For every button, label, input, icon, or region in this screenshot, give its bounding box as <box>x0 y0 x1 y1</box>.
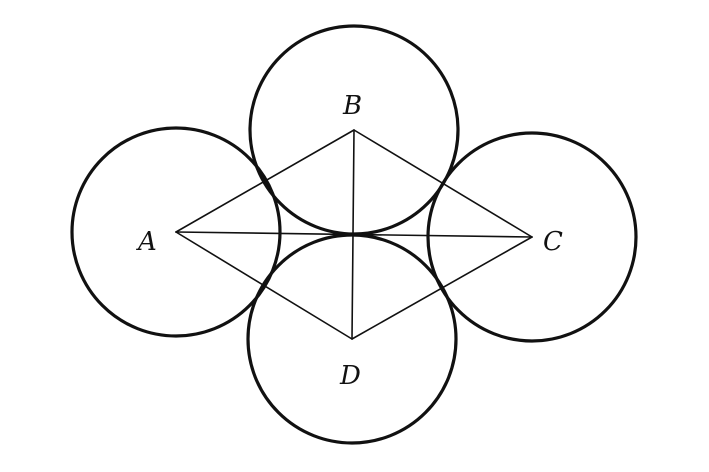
segment-da <box>175 231 353 340</box>
segment-cd <box>351 236 533 340</box>
segment-bd <box>351 129 355 340</box>
point-label-d: D <box>339 361 361 391</box>
segment-ab <box>175 129 355 233</box>
labels-group: A B C D <box>136 91 563 391</box>
point-label-c: C <box>543 227 563 257</box>
circle-a <box>70 126 282 338</box>
point-label-b: B <box>342 91 362 121</box>
segment-bc <box>353 129 533 238</box>
point-label-a: A <box>136 227 157 257</box>
segment-ac <box>175 231 533 238</box>
circle-c <box>426 131 638 343</box>
segments-group <box>175 129 533 340</box>
